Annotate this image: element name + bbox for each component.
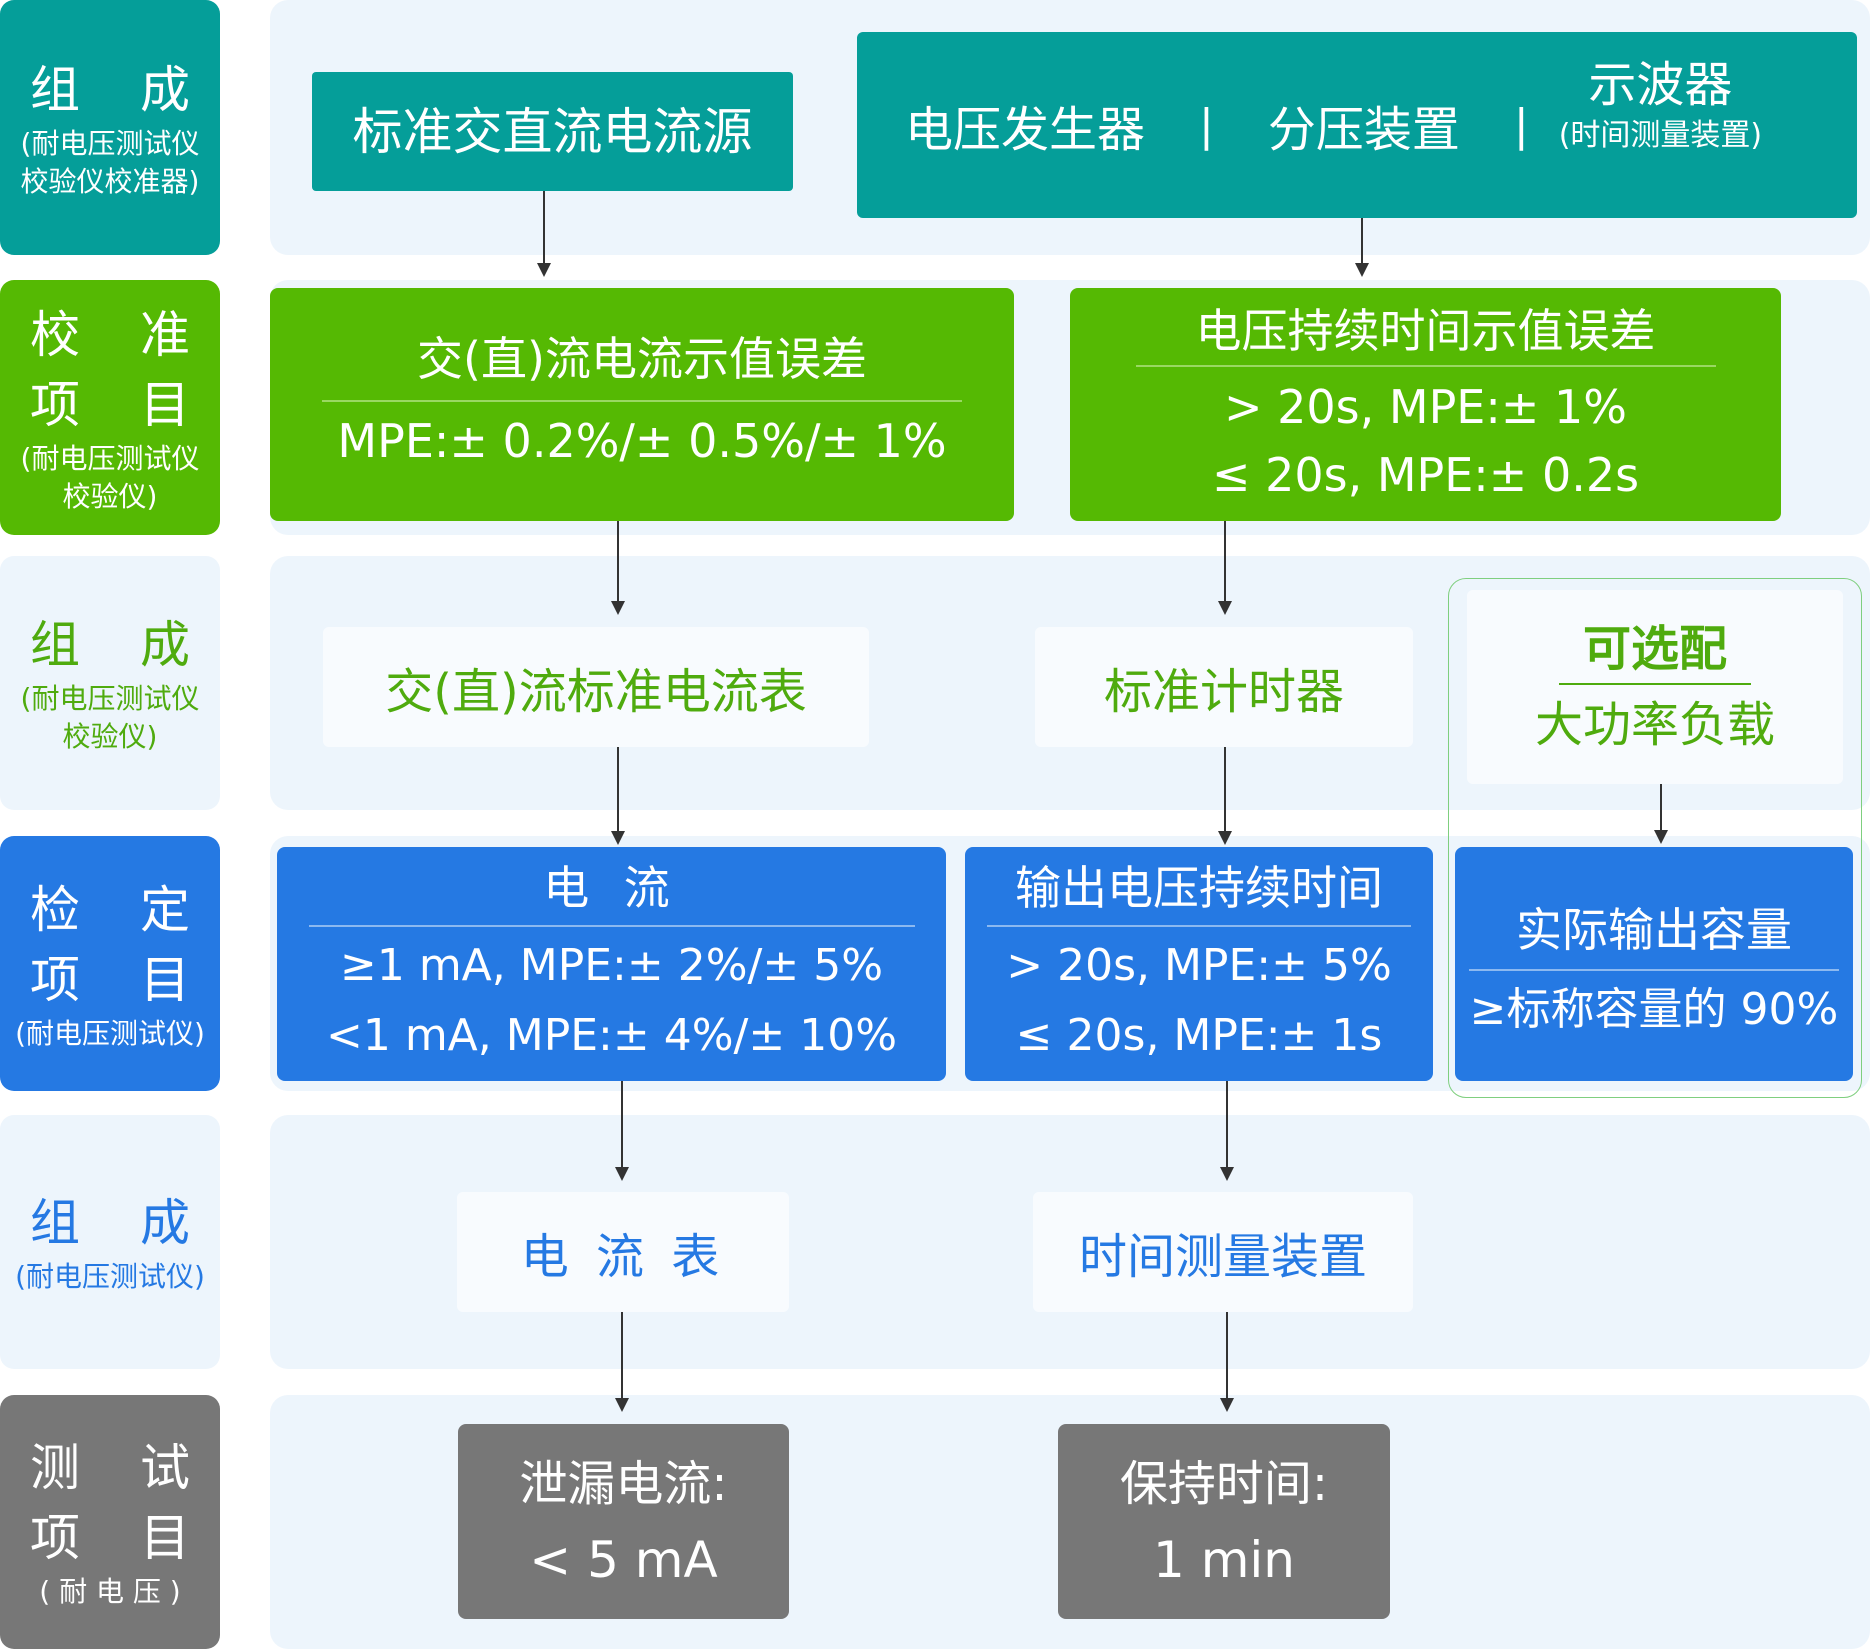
label-title: 组 成 <box>30 1194 212 1252</box>
box-text: 大功率负载 <box>1534 697 1775 753</box>
divider <box>322 399 962 402</box>
box-line: 保持时间: <box>1119 1455 1329 1512</box>
box-standard-timer: 标准计时器 <box>1035 627 1413 747</box>
box-current-indication-error: 交(直)流电流示值误差 MPE:± 0.2%/± 0.5%/± 1% <box>270 288 1014 521</box>
divider <box>1469 969 1839 971</box>
label-title: 项 目 <box>30 1509 212 1567</box>
box-standard-ammeter: 交(直)流标准电流表 <box>323 627 869 747</box>
row-label-composition-tester: 组 成 (耐电压测试仪) <box>0 1115 220 1369</box>
arrow-down-icon <box>1218 521 1232 615</box>
box-line: ≤ 20s, MPE:± 0.2s <box>1211 447 1640 502</box>
box-line: 1 min <box>1153 1530 1295 1589</box>
arrow-down-icon <box>537 191 551 277</box>
item-voltage-generator: 电压发生器 <box>905 102 1146 158</box>
label-title: 项 目 <box>30 375 212 434</box>
label-subtitle: (耐电压测试仪 <box>20 682 200 715</box>
label-subtitle: (耐电压测试仪) <box>15 1016 205 1050</box>
divider <box>987 925 1411 927</box>
box-voltage-duration-error: 电压持续时间示值误差 > 20s, MPE:± 1% ≤ 20s, MPE:± … <box>1070 288 1781 521</box>
label-title: 项 目 <box>30 950 212 1009</box>
arrow-down-icon <box>615 1081 629 1181</box>
label-subtitle: 校验仪) <box>62 720 158 753</box>
box-verify-duration: 输出电压持续时间 > 20s, MPE:± 5% ≤ 20s, MPE:± 1s <box>965 847 1433 1081</box>
arrow-down-icon <box>1220 1081 1234 1181</box>
box-text: 电 流 表 <box>520 1229 726 1285</box>
optional-title: 可选配 <box>1582 621 1727 677</box>
arrow-down-icon <box>1220 1312 1234 1412</box>
box-line: <1 mA, MPE:± 4%/± 10% <box>325 1010 898 1061</box>
item-oscilloscope-note: (时间测量装置) <box>1558 118 1763 153</box>
box-line: > 20s, MPE:± 5% <box>1006 940 1392 991</box>
label-title: 校 准 <box>30 305 212 364</box>
label-title: 测 试 <box>30 1439 212 1497</box>
box-text: 时间测量装置 <box>1078 1229 1367 1285</box>
label-title: 组 成 <box>30 616 212 674</box>
box-holding-time: 保持时间: 1 min <box>1058 1424 1390 1619</box>
label-subtitle: 校验仪) <box>62 479 158 513</box>
box-voltage-equipment: 电压发生器 | 分压装置 | 示波器 (时间测量装置) <box>857 32 1857 218</box>
arrow-down-icon <box>615 1312 629 1412</box>
label-title: 组 成 <box>30 60 212 119</box>
box-time-measurement: 时间测量装置 <box>1033 1192 1413 1312</box>
arrow-down-icon <box>1654 784 1668 844</box>
arrow-down-icon <box>611 747 625 845</box>
box-title: 输出电压持续时间 <box>1015 861 1383 915</box>
box-line: ≥1 mA, MPE:± 2%/± 5% <box>339 940 884 991</box>
box-standard-current-source: 标准交直流电流源 <box>312 72 793 191</box>
arrow-down-icon <box>1218 747 1232 845</box>
label-subtitle: (耐电压测试仪 <box>20 126 200 160</box>
label-subtitle: ( 耐 电 压 ) <box>39 1575 181 1608</box>
box-text: 交(直)流标准电流表 <box>385 664 807 720</box>
separator: | <box>1513 99 1529 151</box>
box-text: 标准计时器 <box>1103 664 1344 720</box>
item-oscilloscope: 示波器 <box>1588 57 1733 113</box>
label-title: 检 定 <box>30 880 212 939</box>
row-label-composition-calibrator: 组 成 (耐电压测试仪 校验仪校准器) <box>0 0 220 255</box>
item-voltage-divider: 分压装置 <box>1267 102 1460 158</box>
arrow-down-icon <box>611 521 625 615</box>
row-label-calibration-items: 校 准 项 目 (耐电压测试仪 校验仪) <box>0 280 220 535</box>
box-line: ≥标称容量的 90% <box>1469 984 1839 1035</box>
divider <box>1135 364 1716 367</box>
box-text: 标准交直流电流源 <box>352 102 753 161</box>
label-subtitle: (耐电压测试仪 <box>20 441 200 475</box>
box-leakage-current: 泄漏电流: < 5 mA <box>458 1424 789 1619</box>
arrow-down-icon <box>1355 218 1369 277</box>
divider <box>1559 683 1751 685</box>
box-title: 实际输出容量 <box>1516 903 1792 957</box>
box-ammeter: 电 流 表 <box>457 1192 789 1312</box>
box-title: 电压持续时间示值误差 <box>1195 303 1656 358</box>
optional-group-border <box>1448 578 1862 1098</box>
separator: | <box>1199 99 1214 151</box>
row-label-composition-tester-calibrator: 组 成 (耐电压测试仪 校验仪) <box>0 556 220 810</box>
box-line: 泄漏电流: <box>519 1455 728 1512</box>
box-verify-capacity: 实际输出容量 ≥标称容量的 90% <box>1455 847 1853 1081</box>
box-verify-current: 电 流 ≥1 mA, MPE:± 2%/± 5% <1 mA, MPE:± 4%… <box>277 847 946 1081</box>
row-label-test-items: 测 试 项 目 ( 耐 电 压 ) <box>0 1395 220 1649</box>
box-optional-load: 可选配 大功率负载 <box>1467 590 1843 784</box>
box-title: 电 流 <box>543 861 680 915</box>
box-title: 交(直)流电流示值误差 <box>417 331 867 386</box>
label-subtitle: (耐电压测试仪) <box>15 1260 205 1293</box>
box-line: < 5 mA <box>529 1530 718 1589</box>
box-line: MPE:± 0.2%/± 0.5%/± 1% <box>337 413 947 468</box>
divider <box>308 925 915 927</box>
label-subtitle: 校验仪校准器) <box>20 164 200 198</box>
box-line: ≤ 20s, MPE:± 1s <box>1015 1010 1383 1061</box>
row-label-verification-items: 检 定 项 目 (耐电压测试仪) <box>0 836 220 1091</box>
box-line: > 20s, MPE:± 1% <box>1223 379 1628 434</box>
